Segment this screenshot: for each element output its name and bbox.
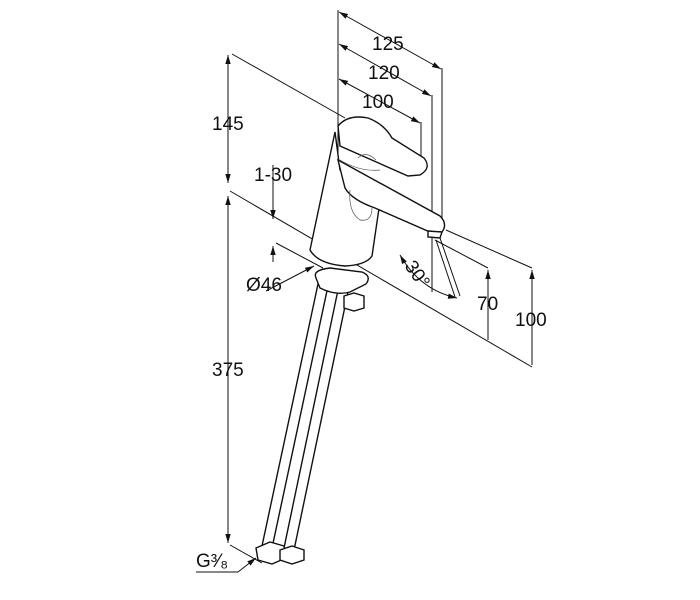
dim-100-top-line <box>338 78 421 124</box>
fixing-nut <box>343 292 365 312</box>
dimension-lines <box>225 11 535 573</box>
fixing-plate <box>314 267 369 295</box>
dim-46-leader <box>265 265 315 292</box>
aerator <box>427 230 443 239</box>
label-125: 125 <box>372 34 404 55</box>
label-375: 375 <box>212 360 244 381</box>
lever-handle <box>337 116 428 177</box>
dim-30-arc <box>399 254 458 299</box>
label-100-top: 100 <box>362 92 394 113</box>
label-120: 120 <box>368 63 400 84</box>
label-70: 70 <box>477 294 498 315</box>
extension-lines <box>196 10 533 573</box>
faucet-body <box>309 131 383 267</box>
faucet <box>255 116 446 565</box>
dim-g38-leader <box>237 557 257 573</box>
label-diameter-46: Ø46 <box>246 275 282 296</box>
label-145: 145 <box>212 114 244 135</box>
label-100-right: 100 <box>515 310 547 331</box>
label-g38: G³⁄₈ <box>196 551 228 572</box>
label-1-30: 1-30 <box>254 165 292 186</box>
